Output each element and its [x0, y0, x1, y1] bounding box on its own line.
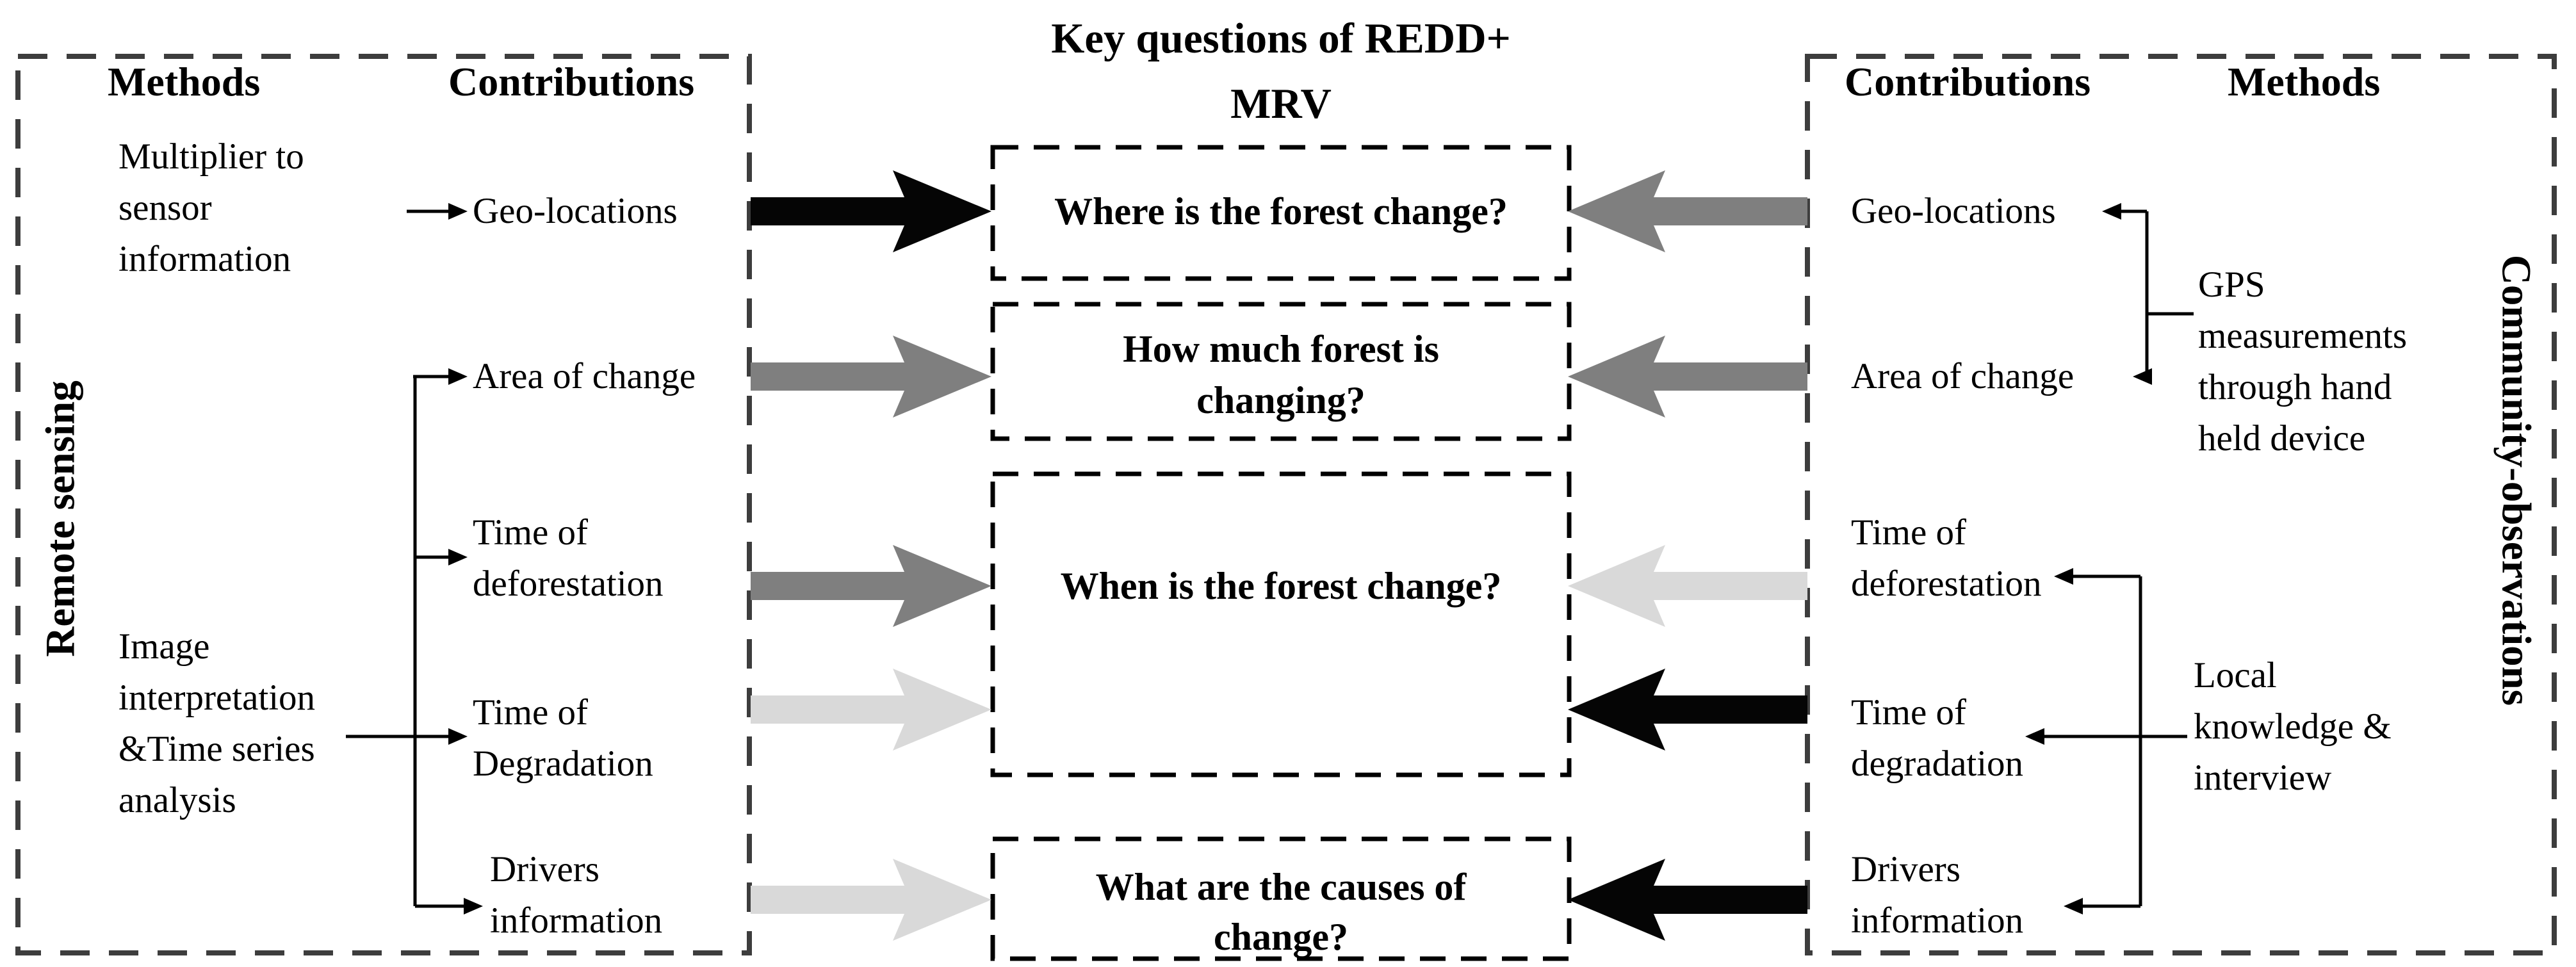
block-arrows [751, 170, 1807, 941]
arrow-drivers-right-to-causes [1568, 859, 1807, 941]
right-contribution-deforestation: Time of deforestation [1851, 512, 2042, 604]
right-contribution-geolocations: Geo-locations [1851, 191, 2056, 231]
left-contribution-geolocations: Geo-locations [473, 191, 678, 231]
left-method-image-interpretation: Image interpretation &Time series analys… [118, 626, 316, 820]
left-contributions-header: Contributions [448, 59, 695, 104]
question-where: Where is the forest change? [1054, 190, 1508, 232]
arrow-area-right-to-howmuch [1568, 336, 1807, 418]
arrow-area-to-howmuch [751, 336, 991, 418]
arrowhead-degradation-icon [448, 728, 468, 745]
arrowhead-degradation-right-icon [2025, 728, 2044, 745]
arrowhead-area-icon [448, 368, 468, 385]
right-contribution-drivers: Drivers information [1851, 849, 2024, 941]
left-contribution-deforestation: Time of deforestation [473, 512, 664, 604]
arrowhead-deforestation-icon [448, 549, 468, 565]
arrow-deforestation-right-to-when [1568, 545, 1807, 627]
right-contribution-area: Area of change [1851, 356, 2075, 396]
arrowhead-area-right-icon [2133, 368, 2152, 385]
question-how-much: How much forest is changing? [1123, 328, 1439, 421]
question-box-where [990, 145, 1572, 281]
local-knowledge-bracket-connectors [2025, 568, 2187, 914]
left-method-multiplier: Multiplier to sensor information [118, 136, 304, 279]
right-contribution-degradation: Time of degradation [1851, 692, 2024, 784]
arrowhead-drivers-icon [464, 898, 483, 914]
community-observations-side-label: Community-observations [2493, 254, 2539, 706]
right-contributions-header: Contributions [1845, 59, 2091, 104]
community-observations-panel-border [1805, 54, 2557, 955]
left-methods-header: Methods [108, 59, 261, 104]
question-box-how-much [990, 302, 1572, 441]
arrow-degradation-right-to-when [1568, 669, 1807, 751]
right-method-local-knowledge: Local knowledge & interview [2194, 655, 2392, 798]
arrowhead-geolocations-right-icon [2102, 203, 2121, 220]
question-box-when [990, 471, 1572, 777]
right-methods-header: Methods [2228, 59, 2381, 104]
arrow-degradation-to-when [751, 669, 991, 751]
arrowhead-geolocations-icon [448, 203, 468, 220]
arrow-geolocations-right-to-where [1568, 170, 1807, 252]
question-causes: What are the causes of change? [1095, 866, 1467, 958]
right-method-gps: GPS measurements through hand held devic… [2198, 264, 2408, 459]
left-contribution-degradation: Time of Degradation [473, 692, 653, 784]
gps-bracket-connectors [2102, 203, 2194, 385]
arrowhead-deforestation-right-icon [2054, 568, 2073, 585]
question-when: When is the forest change? [1060, 565, 1502, 607]
page-title: Key questions of REDD+ MRV [1051, 15, 1511, 127]
arrow-deforestation-to-when [751, 545, 991, 627]
left-branch-connectors [346, 203, 483, 914]
remote-sensing-side-label: Remote sensing [37, 380, 84, 657]
left-contribution-drivers: Drivers information [490, 849, 663, 941]
left-contribution-area: Area of change [473, 356, 696, 396]
arrowhead-drivers-right-icon [2064, 898, 2083, 914]
arrow-geolocations-to-where [751, 170, 991, 252]
remote-sensing-panel-border [15, 54, 752, 955]
question-box-causes [990, 836, 1572, 961]
arrow-drivers-to-causes [751, 859, 991, 941]
